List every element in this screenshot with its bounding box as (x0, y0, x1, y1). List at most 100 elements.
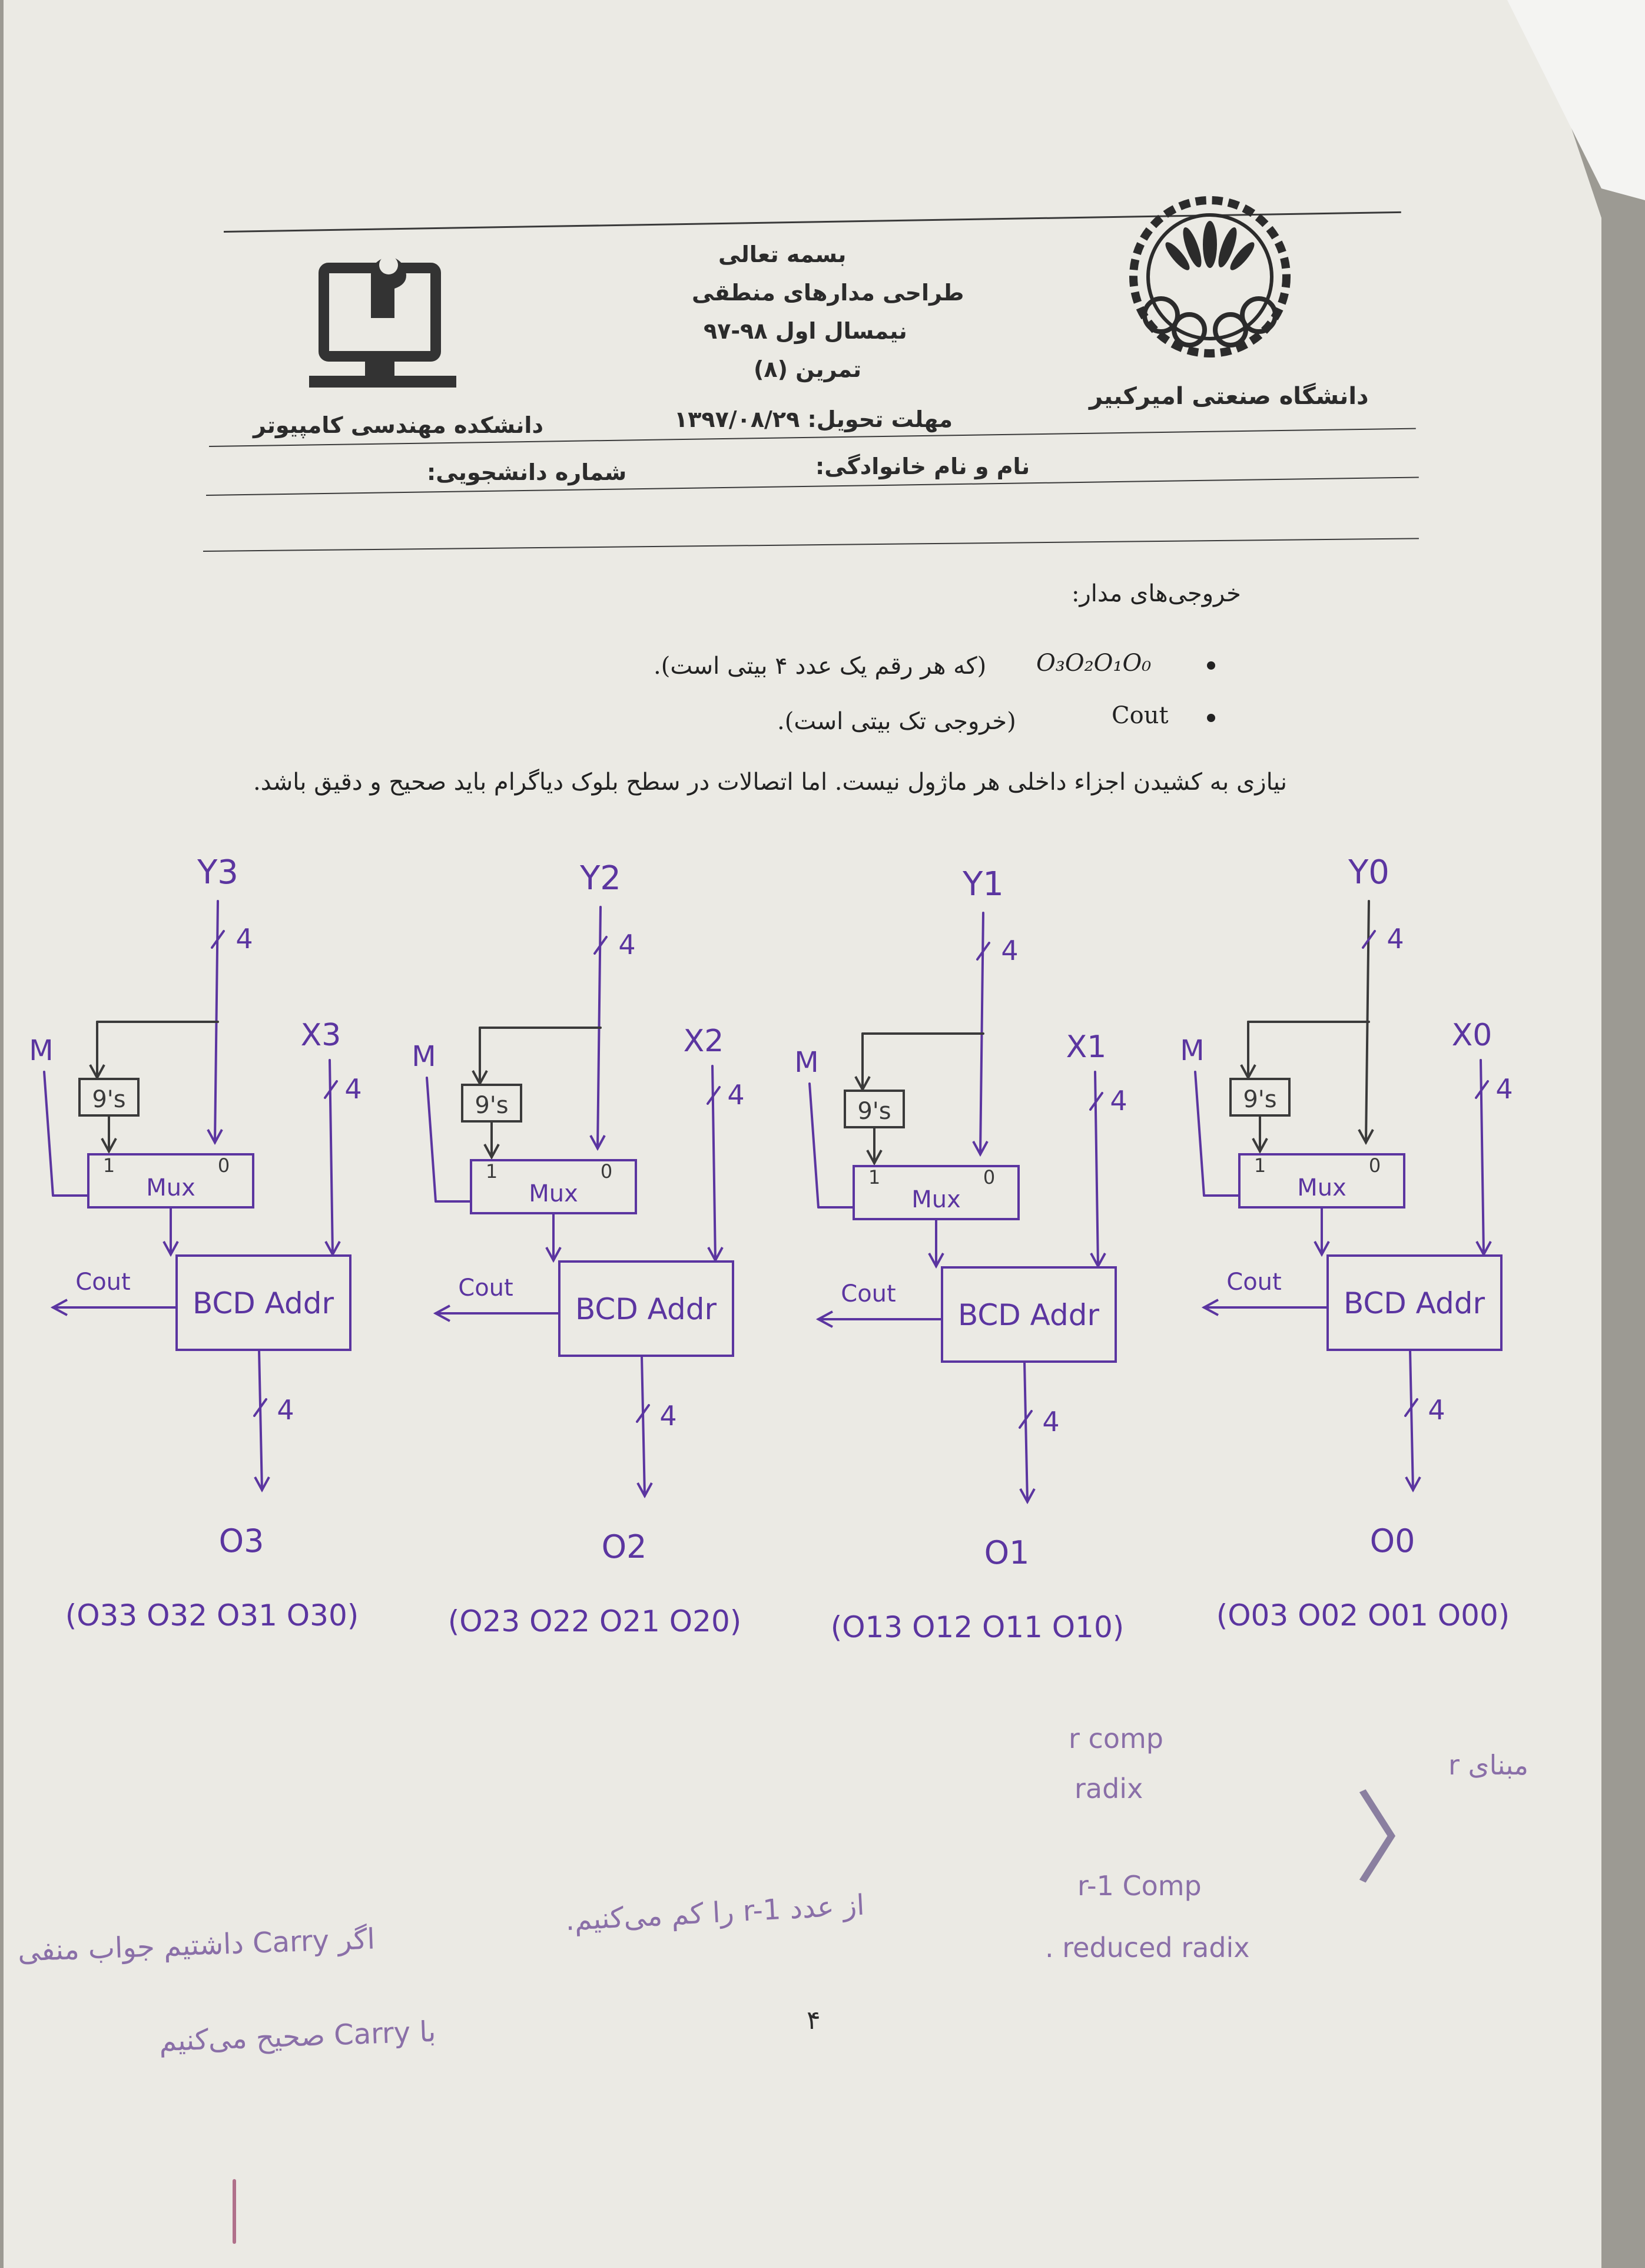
mux-in0-3: 0 (1369, 1154, 1381, 1177)
y-width-slash-3 (1362, 930, 1376, 949)
output-label-0: O3 (219, 1522, 264, 1560)
carry-label-1: Cout (458, 1274, 513, 1302)
semester: نیمسال اول ۹۸-۹۷ (704, 318, 907, 344)
y-input-label-1: Y2 (579, 859, 621, 898)
y-input-arrow-2 (972, 1141, 989, 1157)
y-width-label-3: 4 (1387, 923, 1404, 955)
carry-label-0: Cout (75, 1269, 130, 1296)
select-m-line-2 (808, 1082, 820, 1209)
output-width-label-0: 4 (277, 1394, 294, 1426)
output-width-label-2: 4 (1042, 1406, 1059, 1438)
mux-in0-2: 0 (983, 1166, 995, 1188)
x-width-label-2: 4 (1110, 1085, 1127, 1117)
nines-complement-label-2: 9's (857, 1098, 891, 1125)
nines-complement-label-3: 9's (1243, 1086, 1276, 1113)
bcd-adder-label-2: BCD Addr (958, 1298, 1100, 1332)
bcd-adder-label-1: BCD Addr (575, 1292, 717, 1326)
bullet2-math: Cout (1112, 702, 1169, 729)
x-width-slash-2 (1089, 1092, 1103, 1111)
nines-complement-label-0: 9's (92, 1086, 125, 1113)
page-number: ۴ (807, 2005, 821, 2035)
select-m-line-0 (43, 1071, 54, 1197)
deadline: مهلت تحویل: ۱۳۹۷/۰۸/۲۹ (674, 406, 953, 432)
x-width-slash-3 (1475, 1080, 1489, 1099)
x-input-label-1: X2 (684, 1024, 724, 1059)
x-width-slash-1 (707, 1086, 721, 1105)
bcd-adder-box-2 (941, 1266, 1117, 1363)
mux-in1-0: 1 (103, 1154, 115, 1177)
output-bits-1: (O23 O22 O21 O20) (448, 1604, 742, 1638)
y-input-label-0: Y3 (197, 853, 238, 892)
output-width-slash-3 (1404, 1398, 1418, 1417)
y-width-label-1: 4 (618, 929, 635, 961)
bcd-adder-label-3: BCD Addr (1344, 1286, 1485, 1320)
note-bracket: 〉 (1354, 1782, 1455, 1898)
mux-label-2: Mux (911, 1186, 961, 1213)
faculty-logo (309, 256, 456, 388)
output-width-label-1: 4 (659, 1400, 676, 1432)
output-width-slash-0 (253, 1398, 267, 1417)
select-m-line-3 (1194, 1071, 1205, 1197)
mux-to-adder-arrow-1 (545, 1247, 562, 1263)
mux-label-0: Mux (146, 1174, 195, 1201)
y-width-slash-2 (976, 942, 990, 961)
bullet-dot-1 (1207, 661, 1215, 670)
y-input-arrow-1 (589, 1135, 606, 1151)
comp-arrow-3 (1252, 1138, 1268, 1154)
note-r1-comp: r-1 Comp (1077, 1870, 1202, 1902)
bullet1-text: (که هر رقم یک عدد ۴ بیتی است). (654, 653, 987, 680)
output-arrow-0 (254, 1476, 270, 1493)
y-input-label-2: Y1 (962, 865, 1004, 903)
carry-arrow-0 (50, 1299, 68, 1316)
x-input-label-3: X0 (1452, 1018, 1493, 1053)
x-input-label-0: X3 (301, 1018, 341, 1053)
bullet-dot-2 (1207, 714, 1215, 722)
x-width-slash-0 (324, 1080, 338, 1099)
comp-arrow-1 (483, 1144, 500, 1160)
mux-in0-0: 0 (218, 1154, 230, 1177)
output-width-slash-2 (1019, 1410, 1033, 1429)
bcd-adder-box-1 (558, 1260, 734, 1357)
output-arrow-1 (636, 1482, 653, 1499)
bullet2-text: (خروجی تک بیتی است). (777, 708, 1016, 735)
note-radix: radix (1074, 1773, 1143, 1805)
course-title: طراحی مدارهای منطقی (692, 280, 964, 306)
select-m-label-1: M (412, 1040, 436, 1073)
output-arrow-3 (1405, 1476, 1421, 1493)
output-width-slash-1 (636, 1404, 650, 1423)
y-width-label-0: 4 (236, 923, 253, 955)
output-line-3 (1409, 1349, 1414, 1491)
output-line-2 (1023, 1360, 1029, 1503)
comp-arrow-2 (866, 1150, 883, 1166)
carry-arrow-1 (433, 1304, 450, 1322)
mux-in1-2: 1 (868, 1166, 880, 1188)
faculty-name: دانشکده مهندسی کامپیوتر (253, 412, 543, 438)
university-name: دانشگاه صنعتی امیرکبیر (1089, 383, 1369, 410)
y-input-arrow-0 (207, 1129, 223, 1145)
outputs-heading: خروجی‌های مدار: (1072, 580, 1241, 607)
mux-label-1: Mux (529, 1180, 578, 1207)
select-m-line-1 (426, 1077, 437, 1203)
instruction: نیازی به کشیدن اجزاء داخلی هر ماژول نیست… (253, 769, 1287, 796)
output-bits-2: (O13 O12 O11 O10) (831, 1610, 1125, 1644)
x-input-label-2: X1 (1066, 1029, 1107, 1065)
carry-arrow-2 (815, 1310, 833, 1328)
bismillah: بسمه تعالی (718, 241, 847, 267)
output-label-1: O2 (602, 1528, 647, 1565)
x-width-label-1: 4 (727, 1079, 744, 1111)
mux-to-adder-arrow-2 (928, 1253, 944, 1269)
output-label-2: O1 (984, 1534, 1030, 1571)
worksheet-page (4, 0, 1601, 2268)
y-input-arrow-3 (1358, 1129, 1374, 1145)
name-label: نام و نام خانوادگی: (815, 453, 1030, 479)
select-m-label-3: M (1180, 1034, 1204, 1067)
carry-label-3: Cout (1226, 1269, 1281, 1296)
x-width-label-0: 4 (344, 1073, 361, 1105)
mux-in0-1: 0 (601, 1160, 612, 1183)
y-input-label-3: Y0 (1348, 853, 1389, 892)
note-reduced-radix: . reduced radix (1045, 1932, 1250, 1964)
mux-to-adder-arrow-0 (162, 1241, 179, 1257)
note-r-side: مبنای r (1448, 1749, 1528, 1781)
output-bits-0: (O33 O32 O31 O30) (65, 1598, 359, 1633)
exercise-number: تمرین (۸) (754, 356, 862, 382)
